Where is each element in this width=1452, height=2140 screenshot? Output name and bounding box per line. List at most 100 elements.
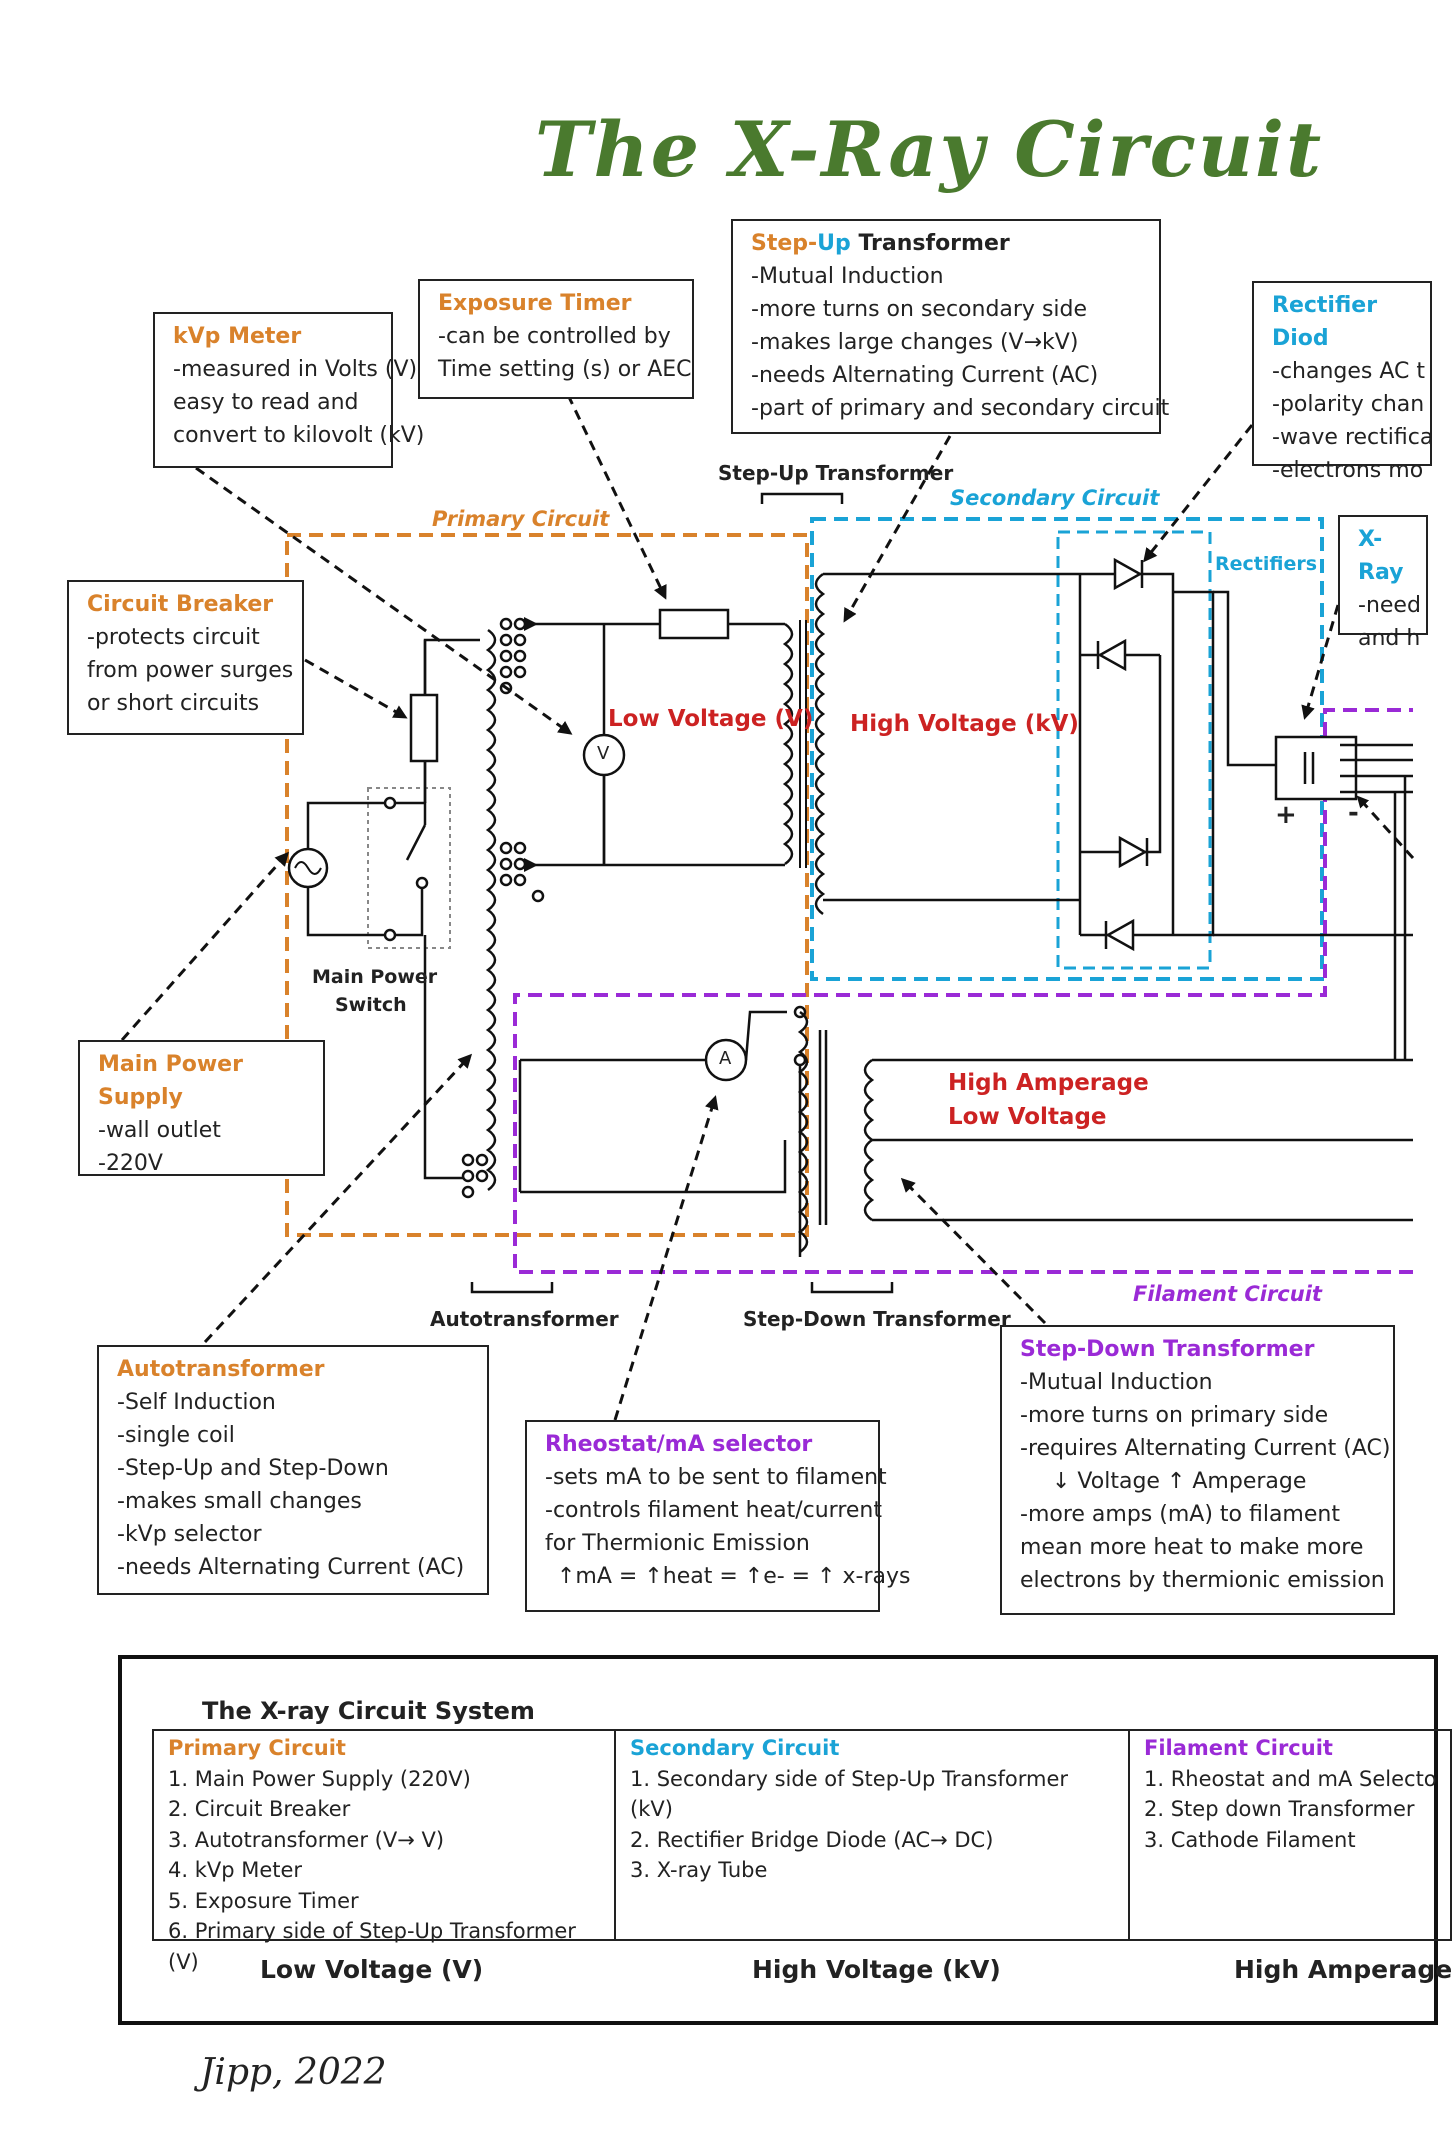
callout-line: -can be controlled by bbox=[438, 324, 671, 349]
callout-line: convert to kilovolt (kV) bbox=[173, 423, 425, 448]
callout-line: -makes small changes bbox=[117, 1489, 362, 1514]
system-table: Primary Circuit 1. Main Power Supply (22… bbox=[152, 1729, 1452, 1974]
heading-part: Up bbox=[817, 231, 851, 256]
callout-line: -more turns on primary side bbox=[1020, 1403, 1329, 1428]
minus-label: - bbox=[1348, 798, 1359, 828]
footer-low-voltage: Low Voltage (V) bbox=[260, 1955, 484, 1984]
callout-line: -polarity chan bbox=[1272, 392, 1425, 417]
circuit-breaker-symbol bbox=[409, 693, 439, 763]
callout-stepup-transformer: Step-Up Transformer -Mutual Induction -m… bbox=[731, 219, 1169, 434]
callout-line: electrons by thermionic emission bbox=[1020, 1568, 1385, 1593]
label-stepup-transformer: Step-Up Transformer bbox=[718, 461, 954, 485]
main-switch-region bbox=[367, 787, 451, 949]
list-item: 5. Exposure Timer bbox=[168, 1888, 359, 1913]
callout-line: ↓ Voltage ↑ Amperage bbox=[1052, 1469, 1307, 1494]
callout-heading: Step-Down Transformer bbox=[1020, 1337, 1315, 1362]
callout-autotransformer: Autotransformer -Self Induction -single … bbox=[97, 1345, 489, 1595]
label-secondary-circuit: Secondary Circuit bbox=[950, 486, 1160, 510]
plus-label: + bbox=[1275, 800, 1297, 830]
callout-heading: Main Power Supply bbox=[98, 1052, 243, 1110]
callout-heading: X-Ray bbox=[1358, 527, 1404, 585]
list-item: 1. Secondary side of Step-Up Transformer… bbox=[630, 1766, 1068, 1822]
footer-high-voltage: High Voltage (kV) bbox=[752, 1955, 1001, 1984]
callout-line: -Self Induction bbox=[117, 1390, 276, 1415]
col-heading: Filament Circuit bbox=[1144, 1736, 1333, 1760]
label-filament-circuit: Filament Circuit bbox=[1133, 1282, 1322, 1306]
col-heading: Primary Circuit bbox=[168, 1736, 346, 1760]
list-item: 2. Rectifier Bridge Diode (AC→ DC) bbox=[630, 1827, 994, 1852]
signature: Jipp, 2022 bbox=[200, 2052, 387, 2093]
callout-heading: Step-Up Transformer bbox=[751, 227, 1141, 260]
callout-line: -220V bbox=[98, 1151, 163, 1176]
callout-line: ↑mA = ↑heat = ↑e- = ↑ x-rays bbox=[557, 1564, 911, 1589]
rectifier-region bbox=[1056, 530, 1212, 970]
callout-line: -Mutual Induction bbox=[1020, 1370, 1213, 1395]
system-col-primary: Primary Circuit 1. Main Power Supply (22… bbox=[154, 1731, 616, 1974]
stepup-secondary-coil bbox=[814, 572, 826, 916]
callout-line: or short circuits bbox=[87, 691, 260, 716]
filament-circuit-region bbox=[513, 708, 1413, 1274]
label-stepdown-transformer: Step-Down Transformer bbox=[743, 1307, 1011, 1331]
system-col-filament: Filament Circuit 1. Rheostat and mA Sele… bbox=[1130, 1731, 1450, 1939]
list-item: 4. kVp Meter bbox=[168, 1858, 303, 1882]
heading-part: Step- bbox=[751, 231, 818, 256]
page: The X-Ray Circuit bbox=[67, 105, 1452, 2093]
label-high-amperage: High Amperage bbox=[948, 1070, 1149, 1096]
ammeter-label: A bbox=[719, 1048, 732, 1069]
callout-line: and h bbox=[1358, 626, 1421, 651]
exposure-timer-symbol bbox=[658, 608, 730, 640]
label-main-power-switch-2: Switch bbox=[335, 994, 407, 1016]
callout-heading: Circuit Breaker bbox=[87, 592, 274, 617]
callout-stepdown-transformer: Step-Down Transformer -Mutual Induction … bbox=[1000, 1325, 1395, 1615]
callout-line: -electrons mo bbox=[1272, 458, 1424, 483]
list-item: 3. X-ray Tube bbox=[630, 1858, 768, 1882]
list-item: 3. Autotransformer (V→ V) bbox=[168, 1827, 445, 1852]
callout-line: from power surges bbox=[87, 658, 294, 683]
primary-wires bbox=[524, 608, 785, 872]
list-item: 6. Primary side of Step-Up Transformer (… bbox=[168, 1919, 576, 1974]
callout-line: -wave rectifica bbox=[1272, 425, 1434, 450]
voltmeter-symbol bbox=[582, 733, 626, 777]
callout-line: -changes AC t bbox=[1272, 359, 1426, 384]
label-high-voltage: High Voltage (kV) bbox=[850, 711, 1079, 737]
secondary-circuit-region bbox=[810, 517, 1324, 981]
callout-line: -sets mA to be sent to filament bbox=[545, 1465, 887, 1490]
list-item: 1. Main Power Supply (220V) bbox=[168, 1766, 471, 1791]
ammeter-symbol bbox=[704, 1038, 748, 1082]
label-main-power-switch-1: Main Power bbox=[312, 966, 438, 988]
callout-heading: Exposure Timer bbox=[438, 291, 632, 316]
filament-wires bbox=[518, 1005, 1413, 1257]
label-autotransformer: Autotransformer bbox=[430, 1307, 619, 1331]
ac-source-symbol bbox=[287, 801, 385, 937]
callout-line: -needs Alternating Current (AC) bbox=[117, 1555, 465, 1580]
callout-rectifier-diodes: Rectifier Diod -changes AC t -polarity c… bbox=[1252, 281, 1434, 483]
list-item: 3. Cathode Filament bbox=[1144, 1827, 1356, 1852]
callout-line: -wall outlet bbox=[98, 1118, 221, 1143]
circuit-diagram bbox=[120, 394, 1415, 1421]
callout-circuit-breaker: Circuit Breaker -protects circuit from p… bbox=[67, 580, 304, 735]
callout-line: for Thermionic Emission bbox=[545, 1531, 810, 1556]
callout-line: -Mutual Induction bbox=[751, 264, 944, 289]
callout-exposure-timer: Exposure Timer -can be controlled by Tim… bbox=[418, 279, 694, 399]
heading-part: Transformer bbox=[850, 231, 1010, 256]
brackets bbox=[470, 492, 894, 1294]
system-title: The X-ray Circuit System bbox=[202, 1697, 535, 1725]
callout-line: -more turns on secondary side bbox=[751, 297, 1088, 322]
callout-line: -kVp selector bbox=[117, 1522, 262, 1547]
system-col-secondary: Secondary Circuit 1. Secondary side of S… bbox=[616, 1731, 1130, 1939]
callout-line: -more amps (mA) to filament bbox=[1020, 1502, 1340, 1527]
col-heading: Secondary Circuit bbox=[630, 1736, 840, 1760]
callout-main-power-supply: Main Power Supply -wall outlet -220V bbox=[78, 1040, 325, 1176]
callout-kvp-meter: kVp Meter -measured in Volts (V) easy to… bbox=[153, 312, 425, 468]
callout-heading: Rectifier Diod bbox=[1272, 293, 1378, 351]
xray-tube-symbol bbox=[1274, 735, 1413, 1060]
list-item: 1. Rheostat and mA Selecto bbox=[1144, 1766, 1437, 1791]
callout-heading: Rheostat/mA selector bbox=[545, 1432, 813, 1457]
system-summary: The X-ray Circuit System Primary Circuit… bbox=[118, 1655, 1452, 2025]
callout-line: -measured in Volts (V) bbox=[173, 357, 418, 382]
label-primary-circuit: Primary Circuit bbox=[432, 507, 610, 531]
callout-arrows bbox=[120, 394, 1415, 1421]
primary-circuit-region bbox=[285, 533, 809, 1237]
callout-rheostat: Rheostat/mA selector -sets mA to be sent… bbox=[525, 1420, 911, 1612]
callout-line: -makes large changes (V→kV) bbox=[751, 330, 1079, 355]
